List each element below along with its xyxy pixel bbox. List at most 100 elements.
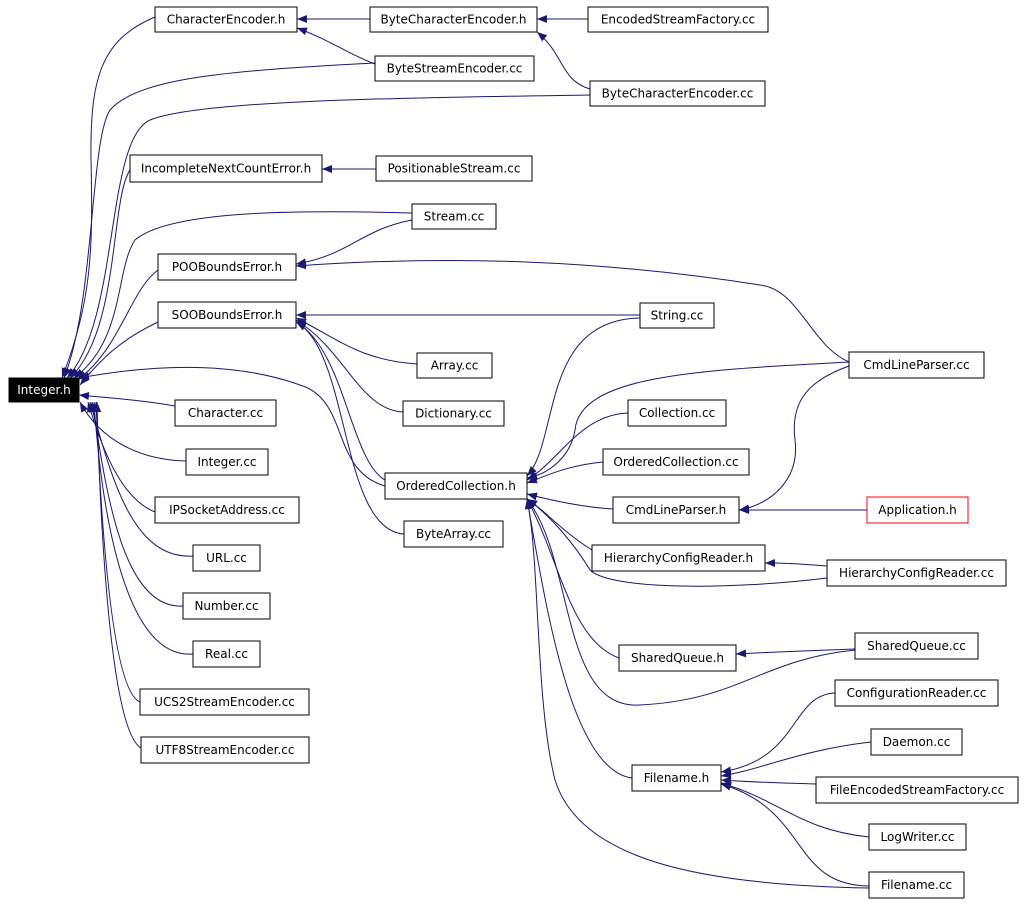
node-sharedqueue-cc[interactable]: SharedQueue.cc	[854, 632, 979, 660]
node-label: LogWriter.cc	[881, 830, 955, 844]
node-collection-cc[interactable]: Collection.cc	[627, 399, 727, 427]
node-sharedqueue-h[interactable]: SharedQueue.h	[618, 644, 737, 672]
node-box[interactable]	[182, 592, 271, 620]
edge-ucs2streamencoder_cc-to-integer_h	[92, 401, 141, 703]
edge-bytestreamencoder_cc-to-integer_h	[63, 62, 376, 379]
node-box[interactable]	[375, 155, 533, 182]
node-box[interactable]	[612, 496, 740, 524]
node-utf8streamencoder-cc[interactable]: UTF8StreamEncoder.cc	[140, 736, 310, 764]
node-box[interactable]	[411, 203, 497, 230]
node-box[interactable]	[154, 496, 300, 524]
node-orderedcollection-cc[interactable]: OrderedCollection.cc	[602, 448, 750, 476]
node-box[interactable]	[826, 559, 1007, 587]
node-box[interactable]	[587, 6, 769, 33]
node-soobounds-h[interactable]: SOOBoundsError.h	[157, 301, 297, 329]
node-box[interactable]	[591, 544, 766, 572]
node-box[interactable]	[854, 632, 979, 660]
node-logwriter-cc[interactable]: LogWriter.cc	[868, 823, 967, 851]
node-box[interactable]	[374, 55, 535, 82]
node-label: SOOBoundsError.h	[172, 308, 283, 322]
node-box[interactable]	[870, 728, 963, 756]
node-label: Real.cc	[205, 647, 248, 661]
edges-layer	[61, 15, 872, 889]
node-box[interactable]	[631, 764, 722, 792]
node-positionablestream-cc[interactable]: PositionableStream.cc	[375, 155, 533, 182]
node-label: ByteCharacterEncoder.h	[380, 13, 526, 27]
node-box[interactable]	[8, 377, 80, 403]
node-ucs2streamencoder-cc[interactable]: UCS2StreamEncoder.cc	[139, 688, 310, 716]
node-cmdlineparser-h[interactable]: CmdLineParser.h	[612, 496, 740, 524]
node-characterencoder-h[interactable]: CharacterEncoder.h	[154, 6, 298, 33]
node-filename-cc[interactable]: Filename.cc	[868, 871, 965, 899]
node-box[interactable]	[157, 301, 297, 329]
node-box[interactable]	[185, 448, 269, 476]
node-box[interactable]	[866, 496, 969, 524]
node-hierarchyconfigreader-cc[interactable]: HierarchyConfigReader.cc	[826, 559, 1007, 587]
node-daemon-cc[interactable]: Daemon.cc	[870, 728, 963, 756]
node-box[interactable]	[384, 472, 528, 500]
node-box[interactable]	[834, 679, 999, 707]
node-label: Number.cc	[194, 599, 258, 613]
node-real-cc[interactable]: Real.cc	[192, 640, 261, 668]
node-orderedcollection-h[interactable]: OrderedCollection.h	[384, 472, 528, 500]
node-bytestreamencoder-cc[interactable]: ByteStreamEncoder.cc	[374, 55, 535, 82]
node-application-h[interactable]: Application.h	[866, 496, 969, 524]
node-bytecharacterencoder-h[interactable]: ByteCharacterEncoder.h	[369, 6, 538, 33]
node-encodedstreamfactory-cc[interactable]: EncodedStreamFactory.cc	[587, 6, 769, 33]
node-box[interactable]	[403, 520, 504, 548]
node-filename-h[interactable]: Filename.h	[631, 764, 722, 792]
edge-orderedcollection_h-to-integer_h	[78, 366, 386, 487]
node-incompletenextcounterror-h[interactable]: IncompleteNextCountError.h	[129, 154, 323, 183]
edge-filename_cc-to-filename_h	[720, 782, 870, 887]
node-box[interactable]	[192, 640, 261, 668]
node-label: ConfigurationReader.cc	[847, 686, 987, 700]
node-hierarchyconfigreader-h[interactable]: HierarchyConfigReader.h	[591, 544, 766, 572]
node-box[interactable]	[868, 823, 967, 851]
node-box[interactable]	[140, 736, 310, 764]
node-box[interactable]	[402, 400, 505, 427]
node-label: CmdLineParser.h	[626, 503, 727, 517]
edge-hierarchyconfigreader_cc-to-orderedcollection_h	[526, 498, 828, 587]
node-label: Integer.h	[17, 383, 70, 397]
node-url-cc[interactable]: URL.cc	[192, 544, 261, 572]
node-box[interactable]	[139, 688, 310, 716]
node-box[interactable]	[602, 448, 750, 476]
node-poobounds-h[interactable]: POOBoundsError.h	[157, 253, 297, 281]
node-integer-cc[interactable]: Integer.cc	[185, 448, 269, 476]
node-box[interactable]	[174, 399, 277, 427]
node-array-cc[interactable]: Array.cc	[416, 352, 493, 379]
node-dictionary-cc[interactable]: Dictionary.cc	[402, 400, 505, 427]
node-box[interactable]	[154, 6, 298, 33]
node-stream-cc[interactable]: Stream.cc	[411, 203, 497, 230]
node-box[interactable]	[589, 80, 766, 107]
edge-bytearray_cc-to-soobounds_h	[295, 321, 405, 535]
node-box[interactable]	[868, 871, 965, 899]
node-box[interactable]	[157, 253, 297, 281]
node-label: ByteCharacterEncoder.cc	[602, 87, 754, 101]
node-box[interactable]	[369, 6, 538, 33]
node-box[interactable]	[639, 302, 715, 329]
node-label: Dictionary.cc	[415, 407, 492, 421]
edge-cmdlineparser_h-to-orderedcollection_h	[526, 492, 614, 510]
node-label: PositionableStream.cc	[388, 162, 521, 176]
node-bytearray-cc[interactable]: ByteArray.cc	[403, 520, 504, 548]
node-box[interactable]	[848, 351, 985, 379]
node-label: HierarchyConfigReader.cc	[839, 566, 994, 580]
node-number-cc[interactable]: Number.cc	[182, 592, 271, 620]
node-string-cc[interactable]: String.cc	[639, 302, 715, 329]
node-character-cc[interactable]: Character.cc	[174, 399, 277, 427]
node-label: SharedQueue.h	[631, 651, 724, 665]
node-integer-h[interactable]: Integer.h	[8, 377, 80, 403]
node-box[interactable]	[627, 399, 727, 427]
node-box[interactable]	[416, 352, 493, 379]
node-configurationreader-cc[interactable]: ConfigurationReader.cc	[834, 679, 999, 707]
node-cmdlineparser-cc[interactable]: CmdLineParser.cc	[848, 351, 985, 379]
node-bytecharacterencoder-cc[interactable]: ByteCharacterEncoder.cc	[589, 80, 766, 107]
node-ipsocketaddress-cc[interactable]: IPSocketAddress.cc	[154, 496, 300, 524]
node-fileencodedstreamfactory-cc[interactable]: FileEncodedStreamFactory.cc	[815, 776, 1019, 804]
node-box[interactable]	[618, 644, 737, 672]
node-box[interactable]	[192, 544, 261, 572]
node-box[interactable]	[129, 154, 323, 183]
node-box[interactable]	[815, 776, 1019, 804]
